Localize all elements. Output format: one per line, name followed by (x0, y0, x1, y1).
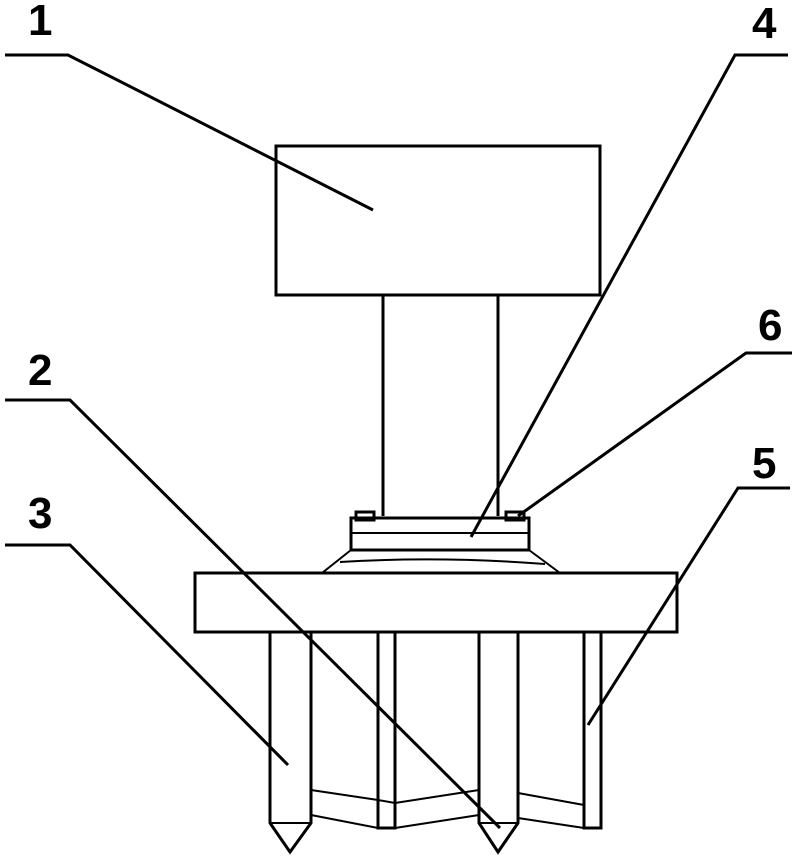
label-5: 5 (752, 439, 776, 488)
label-2: 2 (28, 346, 52, 395)
label-3: 3 (28, 489, 52, 538)
part-4-plate (349, 516, 531, 552)
label-1: 1 (28, 0, 52, 45)
leader-lines (5, 53, 792, 830)
part-5-rods (376, 630, 603, 830)
base-block (193, 571, 679, 634)
part-6-bolts (354, 510, 526, 522)
part-1-top-box (274, 144, 602, 297)
transition-taper (321, 549, 561, 574)
part-3-legs (268, 632, 520, 855)
connecting-mesh (310, 789, 585, 829)
label-4: 4 (752, 0, 777, 48)
support-columns (381, 295, 500, 516)
label-6: 6 (758, 301, 782, 350)
